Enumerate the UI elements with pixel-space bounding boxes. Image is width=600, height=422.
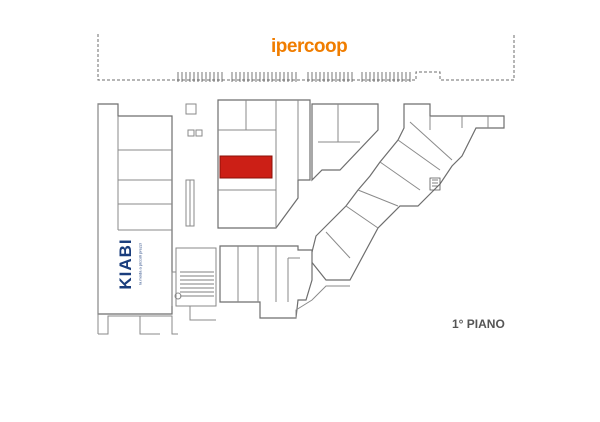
ipercoop-logo[interactable]: ipercoop [271,36,348,57]
floor-level-label: 1° PIANO [452,317,505,331]
kiabi-logo[interactable]: KIABI [113,232,139,296]
highlighted-shop[interactable] [219,155,273,179]
kiabi-tagline: la moda a piccoli prezzi [137,243,143,285]
escalator-fixtures [185,103,203,227]
central-shops-south[interactable] [219,245,313,319]
central-shops-northeast[interactable] [311,103,379,182]
stairs-southwest [171,247,217,321]
kiabi-logo-text: KIABI [116,238,135,290]
ipercoop-area[interactable] [97,34,515,82]
shops-east-wing[interactable] [309,103,505,281]
corridor-outline [295,285,350,318]
kiabi-store[interactable] [97,103,178,335]
